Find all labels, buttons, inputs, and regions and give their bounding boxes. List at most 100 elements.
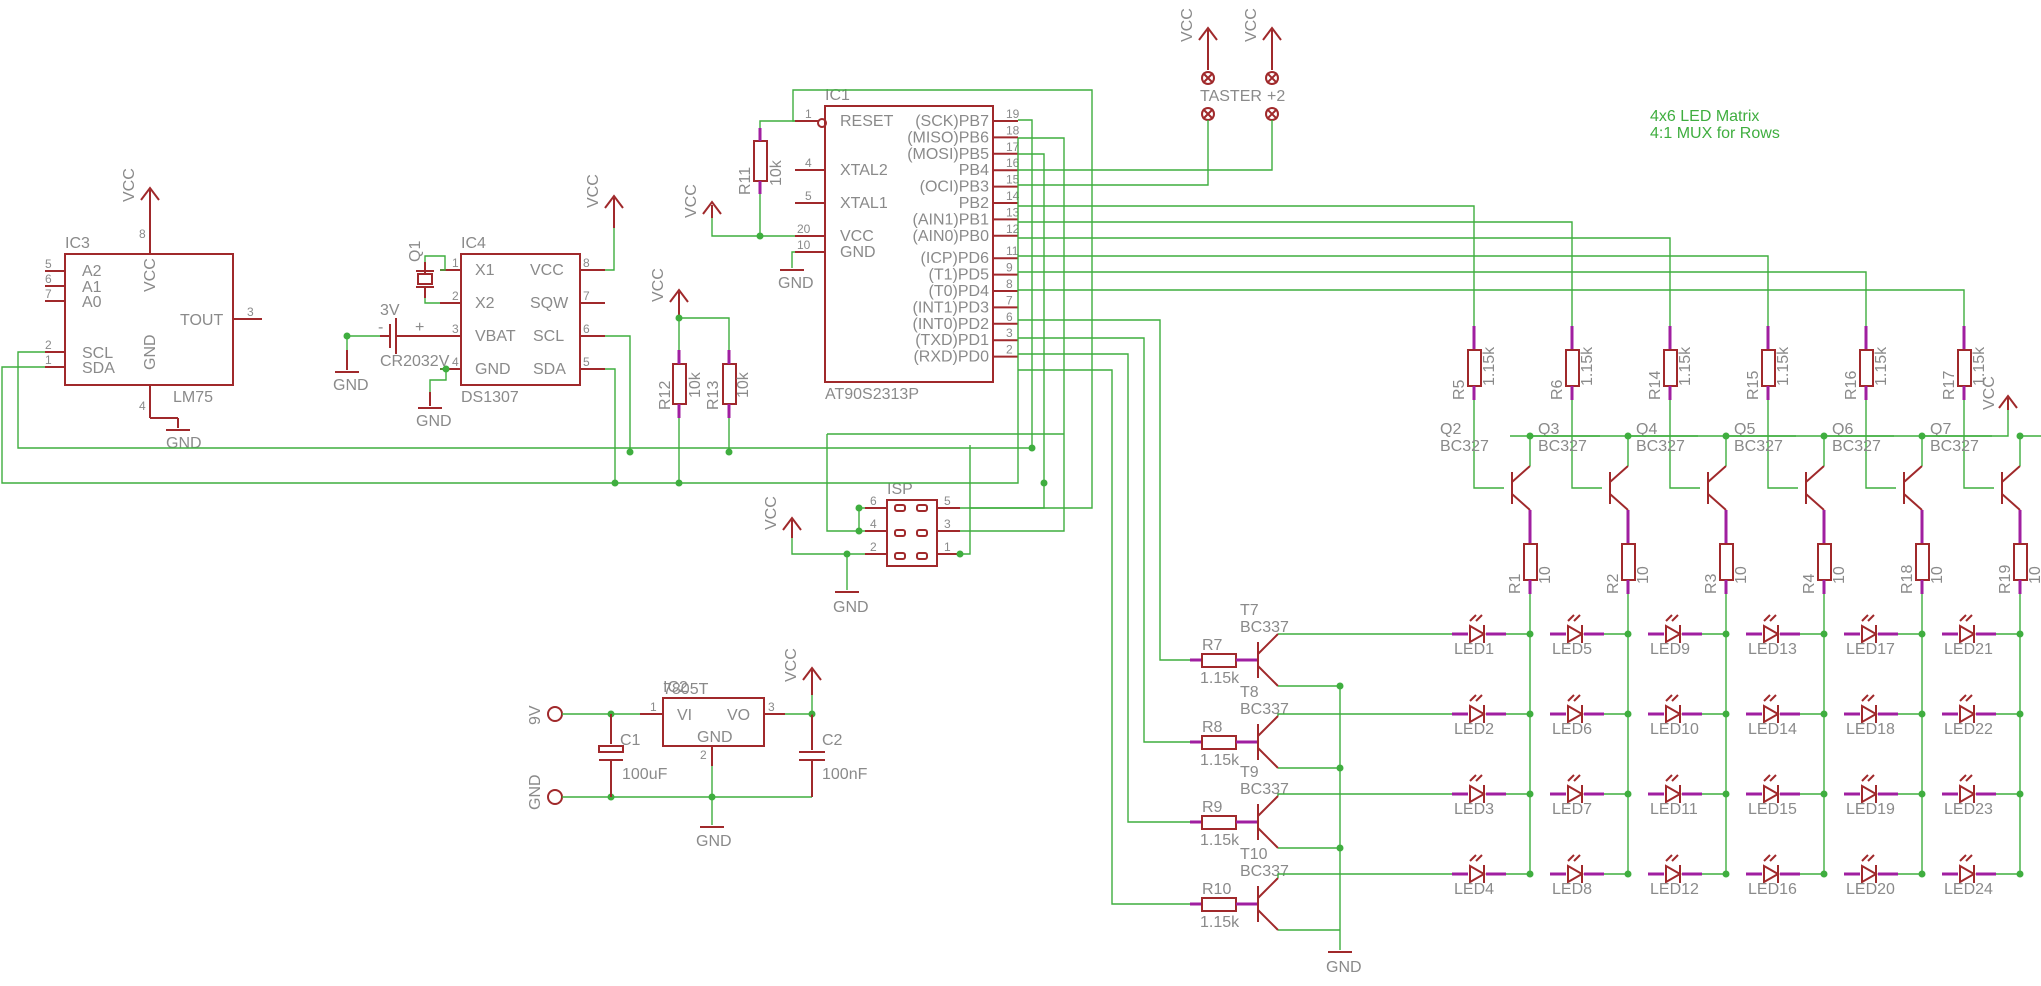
svg-text:Q7: Q7 [1930, 421, 1951, 438]
svg-text:LED12: LED12 [1650, 881, 1699, 898]
ic1-num-14: 14 [1006, 189, 1020, 203]
led-led18: LED18 [1844, 694, 1898, 738]
ic3-pin-vcc: VCC [142, 258, 159, 292]
led-led5: LED5 [1550, 614, 1604, 658]
svg-text:VCC: VCC [121, 168, 138, 202]
ic1-pin-18: (MISO)PB6 [907, 129, 989, 146]
svg-text:4: 4 [870, 517, 877, 531]
led-led8: LED8 [1550, 854, 1604, 898]
svg-text:XTAL1: XTAL1 [840, 195, 888, 212]
ic3-num-1: 1 [45, 353, 52, 367]
ic3-num-8: 8 [139, 227, 146, 241]
svg-text:R11: R11 [737, 167, 754, 195]
svg-text:10: 10 [1733, 566, 1750, 584]
col-resistor-2: R61.15k [1549, 326, 1596, 400]
led-led13: LED13 [1746, 614, 1800, 658]
svg-text:R14: R14 [1647, 371, 1664, 400]
svg-text:GND: GND [416, 413, 452, 430]
svg-text:LED15: LED15 [1748, 801, 1797, 818]
row-gnd-symbol: GND [1326, 951, 1362, 976]
svg-text:R9: R9 [1202, 799, 1223, 816]
svg-text:GND: GND [166, 435, 202, 452]
col-wire-2 [1018, 221, 1573, 326]
ic1-pin-19: (SCK)PB7 [915, 113, 989, 130]
svg-text:GND: GND [697, 729, 733, 746]
svg-text:T9: T9 [1240, 764, 1259, 781]
svg-text:Q5: Q5 [1734, 421, 1755, 438]
ic3-num-7: 7 [45, 287, 52, 301]
svg-text:10: 10 [797, 238, 811, 252]
svg-text:R5: R5 [1451, 379, 1468, 400]
svg-text:IC2: IC2 [663, 679, 688, 696]
svg-text:2: 2 [700, 748, 707, 762]
svg-text:GND: GND [475, 361, 511, 378]
ic1-value: AT90S2313P [825, 386, 919, 403]
svg-text:X1: X1 [475, 262, 495, 279]
svg-text:BC337: BC337 [1240, 701, 1289, 718]
ic4-value: DS1307 [461, 389, 519, 406]
svg-text:T8: T8 [1240, 684, 1259, 701]
ic1-pin-2: (RXD)PD0 [913, 349, 989, 366]
led-led12: LED12 [1648, 854, 1702, 898]
svg-text:R13: R13 [705, 381, 722, 410]
ic1-pin-8: (T0)PD4 [929, 283, 990, 300]
ic1-vcc-symbol: VCC [683, 184, 722, 218]
svg-text:LED18: LED18 [1846, 721, 1895, 738]
svg-text:VCC: VCC [530, 262, 564, 279]
svg-text:BC327: BC327 [1636, 438, 1685, 455]
svg-text:1.15k: 1.15k [1200, 670, 1240, 687]
svg-text:1.15k: 1.15k [1200, 832, 1240, 849]
col-wire-6 [1018, 289, 1965, 326]
ic1-num-19: 19 [1006, 107, 1020, 121]
svg-text:GND: GND [778, 275, 814, 292]
battery-voltage: 3V [380, 302, 400, 319]
crystal-q1: Q1 [407, 241, 434, 298]
svg-text:GND: GND [333, 377, 369, 394]
svg-text:R12: R12 [657, 381, 674, 410]
isp-connector[interactable]: ISP 6 4 2 5 3 1 [865, 481, 960, 567]
ic3-num-6: 6 [45, 272, 52, 286]
col-resistor-3: R14 1.15k [1647, 326, 1694, 400]
svg-text:VBAT: VBAT [475, 328, 516, 345]
svg-text:3: 3 [452, 322, 459, 336]
svg-text:Q6: Q6 [1832, 421, 1853, 438]
ic4-gnd-symbol: GND [416, 392, 452, 430]
svg-text:R7: R7 [1202, 637, 1223, 654]
ic1-pin-16: PB4 [959, 162, 989, 179]
taster-label: TASTER [1200, 88, 1262, 105]
svg-text:10k: 10k [768, 159, 785, 186]
svg-text:1.15k: 1.15k [1200, 914, 1240, 931]
ic1-pin-3: (TXD)PD1 [915, 332, 989, 349]
capacitor-c1: C1 100uF [598, 714, 668, 797]
svg-text:GND: GND [833, 599, 869, 616]
ic1-num-7: 7 [1006, 293, 1013, 307]
svg-text:1.15k: 1.15k [1677, 346, 1694, 386]
ic3-pin-a1: A1 [82, 279, 102, 296]
svg-text:VO: VO [727, 707, 750, 724]
svg-text:6: 6 [870, 494, 877, 508]
svg-text:R3: R3 [1703, 573, 1720, 594]
svg-text:100nF: 100nF [822, 766, 868, 783]
svg-text:1: 1 [452, 256, 459, 270]
input-gnd-terminal[interactable]: GND [527, 774, 563, 810]
svg-text:BC327: BC327 [1734, 438, 1783, 455]
svg-text:R17: R17 [1941, 371, 1958, 400]
svg-text:VCC: VCC [683, 184, 700, 218]
svg-text:LED13: LED13 [1748, 641, 1797, 658]
svg-text:BC337: BC337 [1240, 619, 1289, 636]
taster-switch[interactable]: VCC VCC TASTER +2 [1179, 8, 1285, 121]
led-led22: LED22 [1942, 694, 1996, 738]
ic1-pin-15: (OCI)PB3 [920, 179, 989, 196]
svg-text:R8: R8 [1202, 719, 1223, 736]
input-9v-terminal[interactable]: 9V [527, 705, 563, 725]
svg-text:VCC: VCC [763, 496, 780, 530]
svg-text:LED4: LED4 [1454, 881, 1494, 898]
svg-text:VCC: VCC [650, 268, 667, 302]
svg-text:10k: 10k [687, 371, 704, 398]
